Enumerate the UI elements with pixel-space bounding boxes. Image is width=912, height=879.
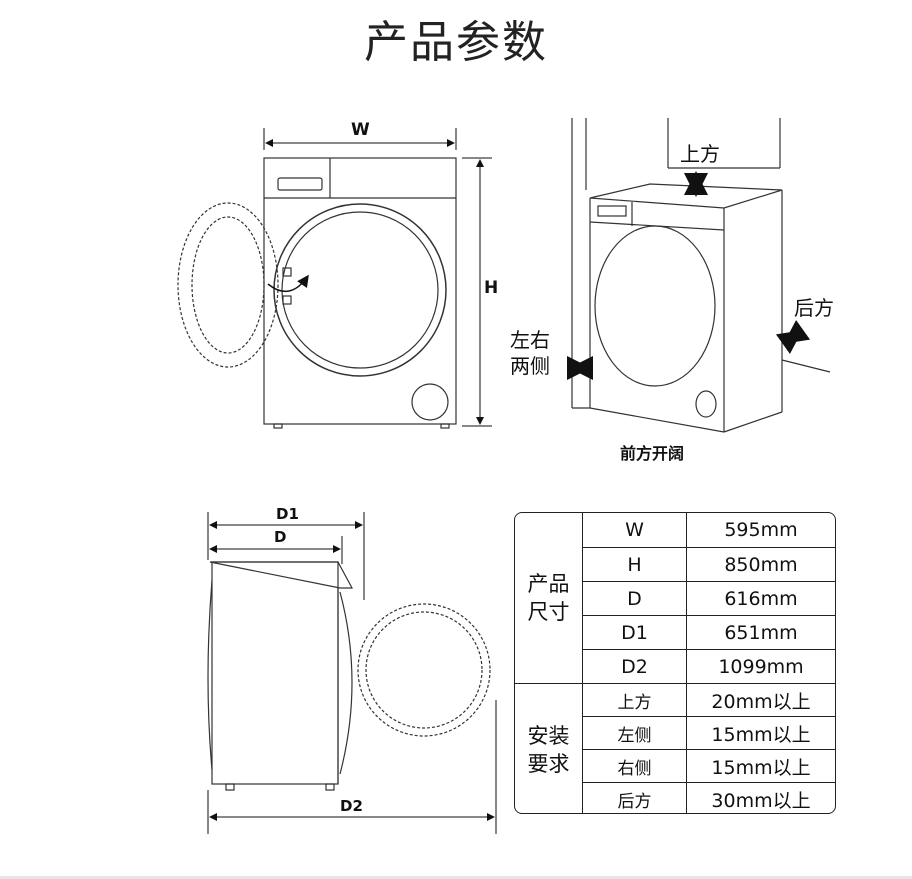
group-install-req: 安装要求 — [515, 683, 583, 813]
back-clearance-label: 后方 — [794, 296, 834, 320]
d1-dimension-label: D1 — [276, 505, 299, 523]
w-dimension-label: W — [351, 120, 370, 140]
side-view — [207, 561, 491, 791]
h-dimension-label: H — [484, 278, 499, 298]
front-clearance-label: 前方开阔 — [620, 444, 685, 463]
side-clearance-label-1: 左右 — [510, 328, 550, 352]
side-clearance-label-2: 两侧 — [510, 354, 550, 378]
top-clearance-label: 上方 — [680, 142, 720, 166]
page-title: 产品参数 — [364, 17, 548, 68]
front-view — [177, 157, 457, 429]
d-dimension-label: D — [274, 528, 287, 546]
divider — [0, 876, 912, 879]
group-product-size: 产品尺寸 — [515, 513, 583, 683]
install-view — [571, 118, 831, 433]
d2-dimension-label: D2 — [340, 797, 363, 815]
